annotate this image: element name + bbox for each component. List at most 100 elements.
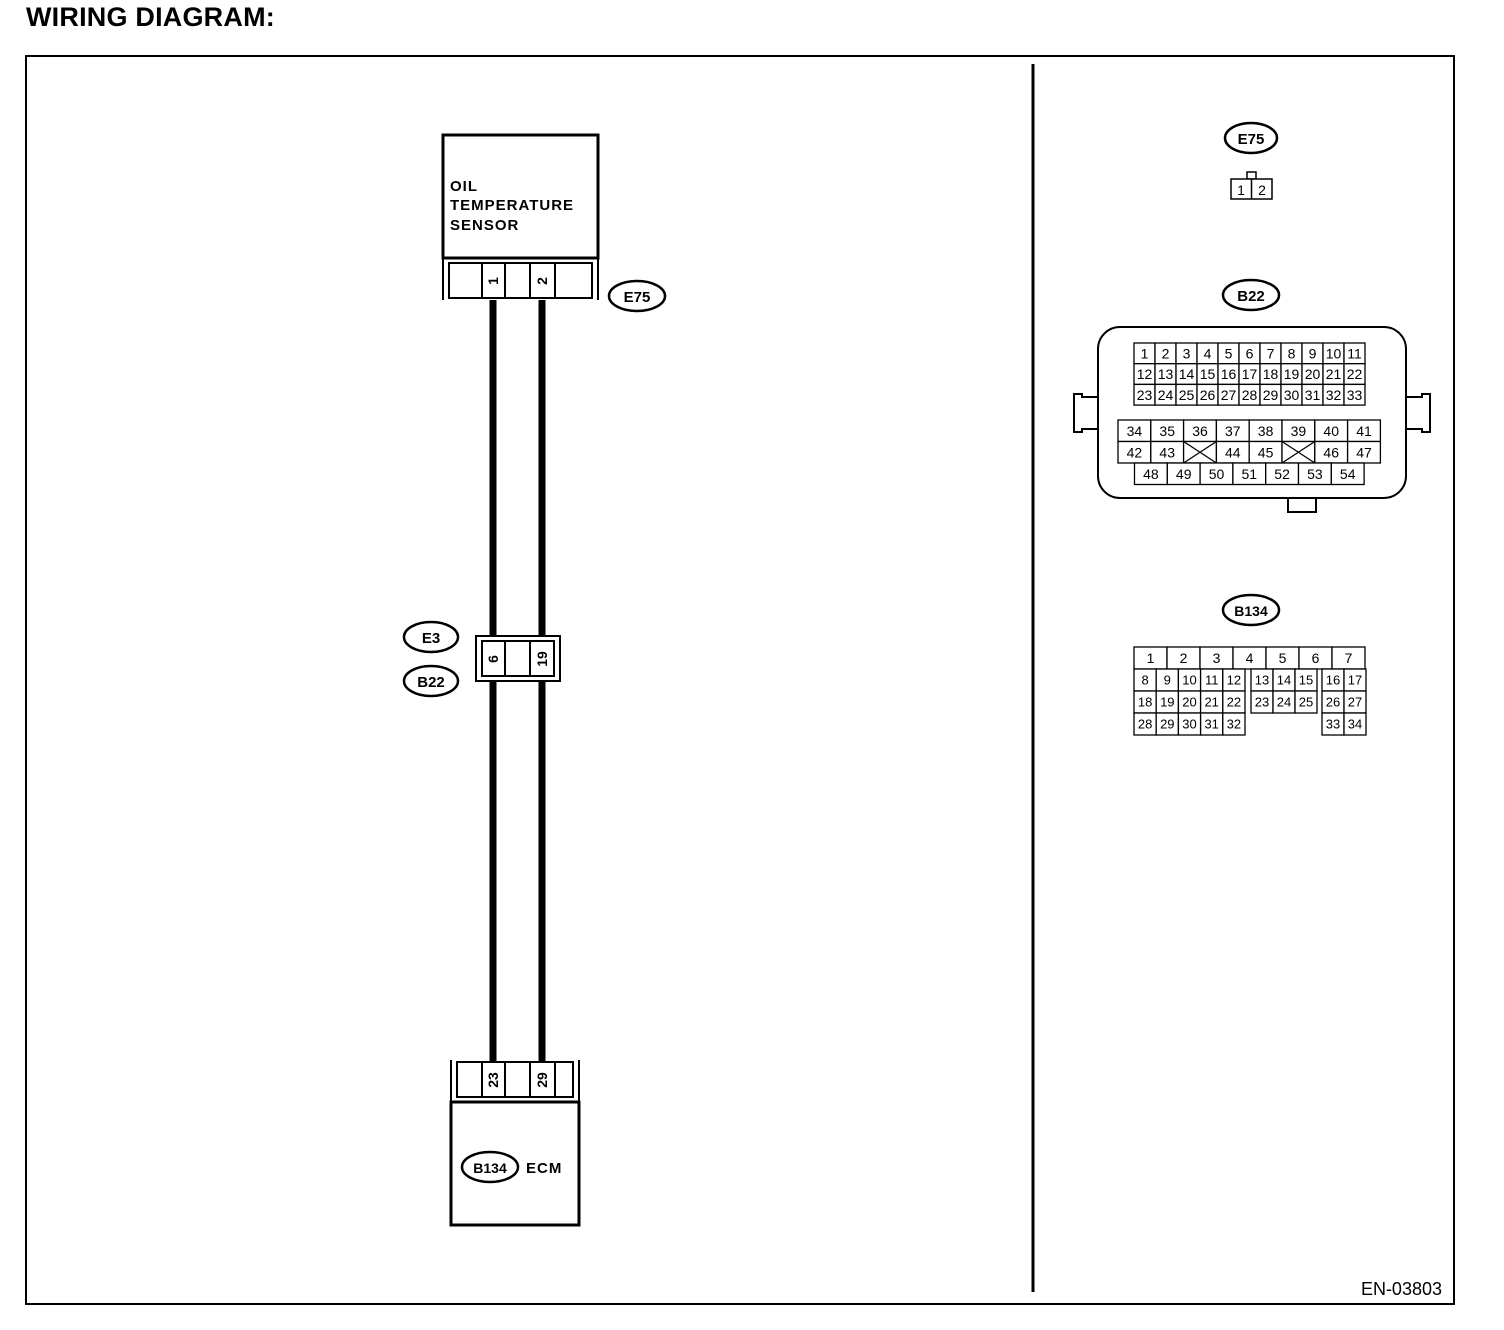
b134-pin-17: 17 bbox=[1348, 673, 1362, 688]
b134-pin-34: 34 bbox=[1348, 717, 1362, 732]
b22-pin-28: 28 bbox=[1242, 387, 1258, 403]
b134-pin-8: 8 bbox=[1141, 673, 1148, 688]
e75-view-pin-1: 1 bbox=[1237, 182, 1245, 198]
view-badge-e75 bbox=[1223, 121, 1279, 155]
b134-pin-31: 31 bbox=[1204, 717, 1218, 732]
b134-pin-26: 26 bbox=[1326, 695, 1340, 710]
sensor-connector-e75 bbox=[442, 258, 599, 300]
connector-badge-e3 bbox=[402, 620, 460, 654]
connector-badge-b134-label: B134 bbox=[473, 1160, 507, 1176]
b22-pin-42: 42 bbox=[1127, 444, 1143, 460]
e75-connector-face bbox=[1230, 171, 1273, 200]
b22-pin-39: 39 bbox=[1291, 423, 1307, 439]
b22-pin-15: 15 bbox=[1200, 366, 1216, 382]
blank-cavity-mark bbox=[1183, 440, 1217, 464]
b134-pin-4: 4 bbox=[1246, 650, 1254, 666]
b134-pin-23: 23 bbox=[1255, 695, 1269, 710]
b22-pin-20: 20 bbox=[1305, 366, 1321, 382]
b134-pin-6: 6 bbox=[1312, 650, 1320, 666]
b134-pin-32: 32 bbox=[1227, 717, 1241, 732]
b22-pin-40: 40 bbox=[1323, 423, 1339, 439]
b22-pin-47: 47 bbox=[1356, 444, 1372, 460]
b22-pin-38: 38 bbox=[1258, 423, 1274, 439]
ecm-pin-29: 29 bbox=[534, 1072, 550, 1088]
b22-pin-1: 1 bbox=[1141, 345, 1149, 361]
connector-badge-e3-label: E3 bbox=[422, 630, 440, 647]
b22-pin-30: 30 bbox=[1284, 387, 1300, 403]
connector-badge-e75 bbox=[607, 279, 667, 313]
b134-pin-12: 12 bbox=[1227, 673, 1241, 688]
b22-pin-54-cell bbox=[1330, 462, 1365, 486]
b134-pin-9: 9 bbox=[1164, 673, 1171, 688]
b22-pin-19: 19 bbox=[1284, 366, 1300, 382]
view-badge-b22 bbox=[1221, 278, 1281, 312]
b22-pin-36: 36 bbox=[1192, 423, 1208, 439]
b22-pin-16: 16 bbox=[1221, 366, 1237, 382]
b134-pin-22: 22 bbox=[1227, 695, 1241, 710]
diagram-frame bbox=[25, 55, 1455, 1305]
b134-pin-28: 28 bbox=[1138, 717, 1152, 732]
connector-badge-b22-label: B22 bbox=[417, 674, 445, 691]
oil-temperature-sensor-box bbox=[441, 133, 600, 260]
b134-pin-32-cell bbox=[1222, 712, 1246, 736]
b22-pin-46: 46 bbox=[1323, 444, 1339, 460]
e75-view-pin-2: 2 bbox=[1258, 182, 1266, 198]
b134-pin-25-cell bbox=[1294, 690, 1318, 714]
b22-pin-4: 4 bbox=[1204, 345, 1212, 361]
b134-pin-30: 30 bbox=[1182, 717, 1196, 732]
b134-pin-19: 19 bbox=[1160, 695, 1174, 710]
b22-pin-31: 31 bbox=[1305, 387, 1321, 403]
b22-pin-48: 48 bbox=[1143, 466, 1159, 482]
b22-pin-53: 53 bbox=[1307, 466, 1323, 482]
sensor-label-line-3: SENSOR bbox=[450, 217, 519, 234]
b22-pin-52: 52 bbox=[1274, 466, 1290, 482]
b134-pin-25: 25 bbox=[1299, 695, 1313, 710]
b22-pin-45: 45 bbox=[1258, 444, 1274, 460]
b134-pin-29: 29 bbox=[1160, 717, 1174, 732]
figure-code: EN-03803 bbox=[1361, 1279, 1442, 1299]
b22-pin-9: 9 bbox=[1309, 345, 1317, 361]
b22-pin-29: 29 bbox=[1263, 387, 1279, 403]
junction-pin-6: 6 bbox=[485, 655, 501, 663]
b134-pin-27: 27 bbox=[1348, 695, 1362, 710]
b134-pin-13: 13 bbox=[1255, 673, 1269, 688]
b22-pin-27: 27 bbox=[1221, 387, 1237, 403]
b22-pin-24: 24 bbox=[1158, 387, 1174, 403]
b134-pin-10: 10 bbox=[1182, 673, 1196, 688]
b134-pin-11: 11 bbox=[1205, 673, 1219, 688]
b22-pin-3: 3 bbox=[1183, 345, 1191, 361]
view-badge-b134-label: B134 bbox=[1234, 603, 1268, 619]
b134-pin-18: 18 bbox=[1138, 695, 1152, 710]
b22-pin-34: 34 bbox=[1127, 423, 1143, 439]
b22-pin-50: 50 bbox=[1209, 466, 1225, 482]
b134-pin-2: 2 bbox=[1180, 650, 1188, 666]
b134-pin-20: 20 bbox=[1182, 695, 1196, 710]
b22-pin-7: 7 bbox=[1267, 345, 1275, 361]
b22-pin-43: 43 bbox=[1159, 444, 1175, 460]
b22-pin-6: 6 bbox=[1246, 345, 1254, 361]
b134-pin-33: 33 bbox=[1326, 717, 1340, 732]
b134-pin-14: 14 bbox=[1277, 673, 1291, 688]
b22-pin-10: 10 bbox=[1326, 345, 1342, 361]
connector-badge-b22 bbox=[402, 664, 460, 698]
b134-pin-24: 24 bbox=[1277, 695, 1291, 710]
sensor-label-line-2: TEMPERATURE bbox=[450, 197, 574, 214]
b22-pin-49: 49 bbox=[1176, 466, 1192, 482]
b22-pin-12: 12 bbox=[1137, 366, 1153, 382]
b22-pin-35: 35 bbox=[1159, 423, 1175, 439]
b22-pin-37: 37 bbox=[1225, 423, 1241, 439]
b22-pin-11: 11 bbox=[1347, 345, 1362, 361]
b134-pin-21: 21 bbox=[1204, 695, 1218, 710]
b134-pin-1: 1 bbox=[1147, 650, 1155, 666]
b22-pin-2: 2 bbox=[1162, 345, 1170, 361]
junction-connector-e3-b22 bbox=[475, 635, 561, 682]
b22-pin-13: 13 bbox=[1158, 366, 1174, 382]
b22-pin-26: 26 bbox=[1200, 387, 1216, 403]
b22-pin-23: 23 bbox=[1137, 387, 1153, 403]
b22-pin-18: 18 bbox=[1263, 366, 1279, 382]
connector-badge-e75-label: E75 bbox=[624, 289, 651, 306]
sensor-label-line-1: OIL bbox=[450, 178, 478, 195]
b134-pin-7: 7 bbox=[1345, 650, 1353, 666]
